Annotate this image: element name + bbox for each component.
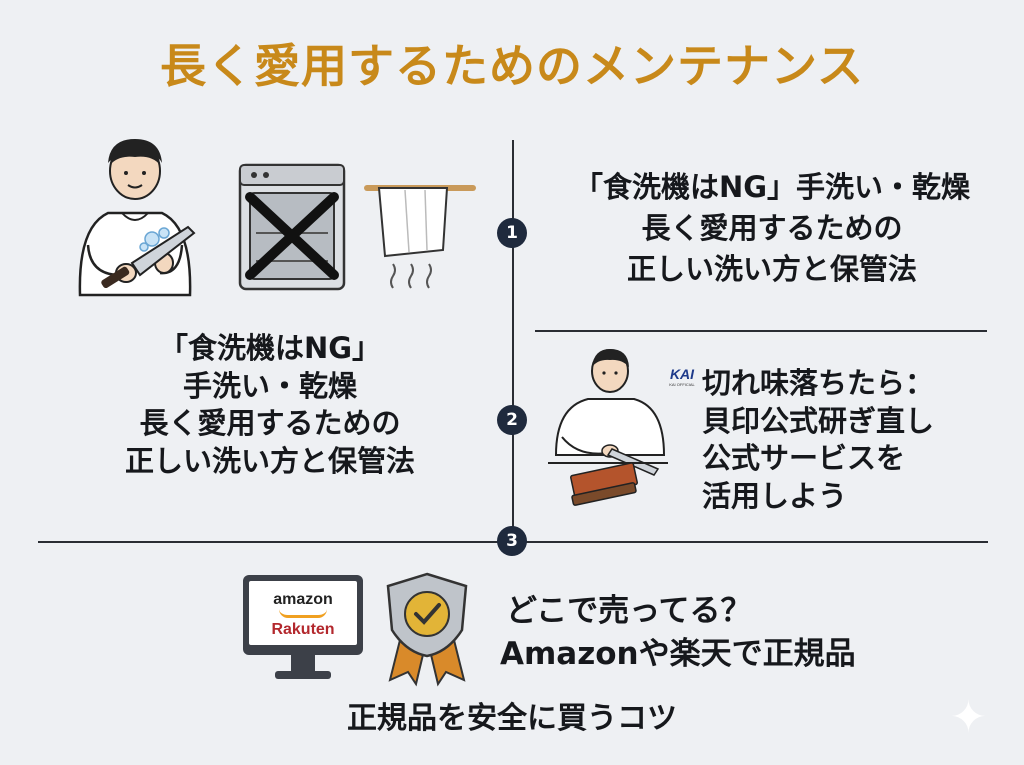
sparkle-icon: ✦ [950,692,987,743]
dishwasher-prohibited-icon [238,163,346,291]
step-number-1: 1 [497,218,527,248]
towel-drying-icon [364,185,476,289]
section1-left-line-3: 長く愛用するための [139,406,401,441]
monitor-icon: amazon Rakuten [243,575,363,683]
section2-line-2: 貝印公式研ぎ直し [702,403,935,438]
quality-badge-icon [386,572,468,687]
section2-line-4: 活用しよう [702,479,848,514]
section1-right-line-2: 長く愛用するための [641,211,903,246]
section3-line-2: Amazonや楽天で正規品 [500,636,856,673]
amazon-smile [279,609,327,618]
section1-right-text: 「食洗機はNG」手洗い・乾燥 長く愛用するための 正しい洗い方と保管法 [552,167,992,291]
page-title: 長く愛用するためのメンテナンス [159,39,865,93]
step-number-3: 3 [497,526,527,556]
kai-logo-text: KAI [669,366,695,382]
right-horizontal-divider [535,330,987,332]
section3-text: どこで売ってる？ Amazonや楽天で正規品 [500,590,1000,677]
person-sharpening-knife-illustration [548,349,668,506]
monitor-screen: amazon Rakuten [243,575,363,655]
monitor-display: amazon Rakuten [249,581,357,645]
kai-logo: KAI KAI OFFICIAL [667,366,697,387]
kai-logo-subtext: KAI OFFICIAL [669,382,695,387]
amazon-logo: amazon [273,591,333,608]
monitor-stand [291,655,315,671]
section2-text: 切れ味落ちたら： 貝印公式研ぎ直し 公式サービスを 活用しよう [702,365,1002,516]
section3-line-1: どこで売ってる？ [506,593,752,629]
section1-left-text: 「食洗機はNG」 手洗い・乾燥 長く愛用するための 正しい洗い方と保管法 [60,330,480,481]
person-washing-knife-illustration [78,139,196,297]
step-number-2: 2 [497,405,527,435]
section3-footer: 正規品を安全に買うコツ [347,701,677,736]
monitor-base [275,671,331,679]
section1-right-line-1: 「食洗機はNG」手洗い・乾燥 [573,170,971,204]
section1-left-line-2: 手洗い・乾燥 [182,368,357,403]
center-vertical-divider [512,140,514,540]
section1-right-line-3: 正しい洗い方と保管法 [626,252,917,287]
section2-line-3: 公式サービスを [702,441,906,476]
section2-line-1: 切れ味落ちたら： [702,366,935,400]
section1-left-line-4: 正しい洗い方と保管法 [124,444,415,479]
section1-left-line-1: 「食洗機はNG」 [158,331,382,365]
rakuten-logo: Rakuten [271,621,335,638]
